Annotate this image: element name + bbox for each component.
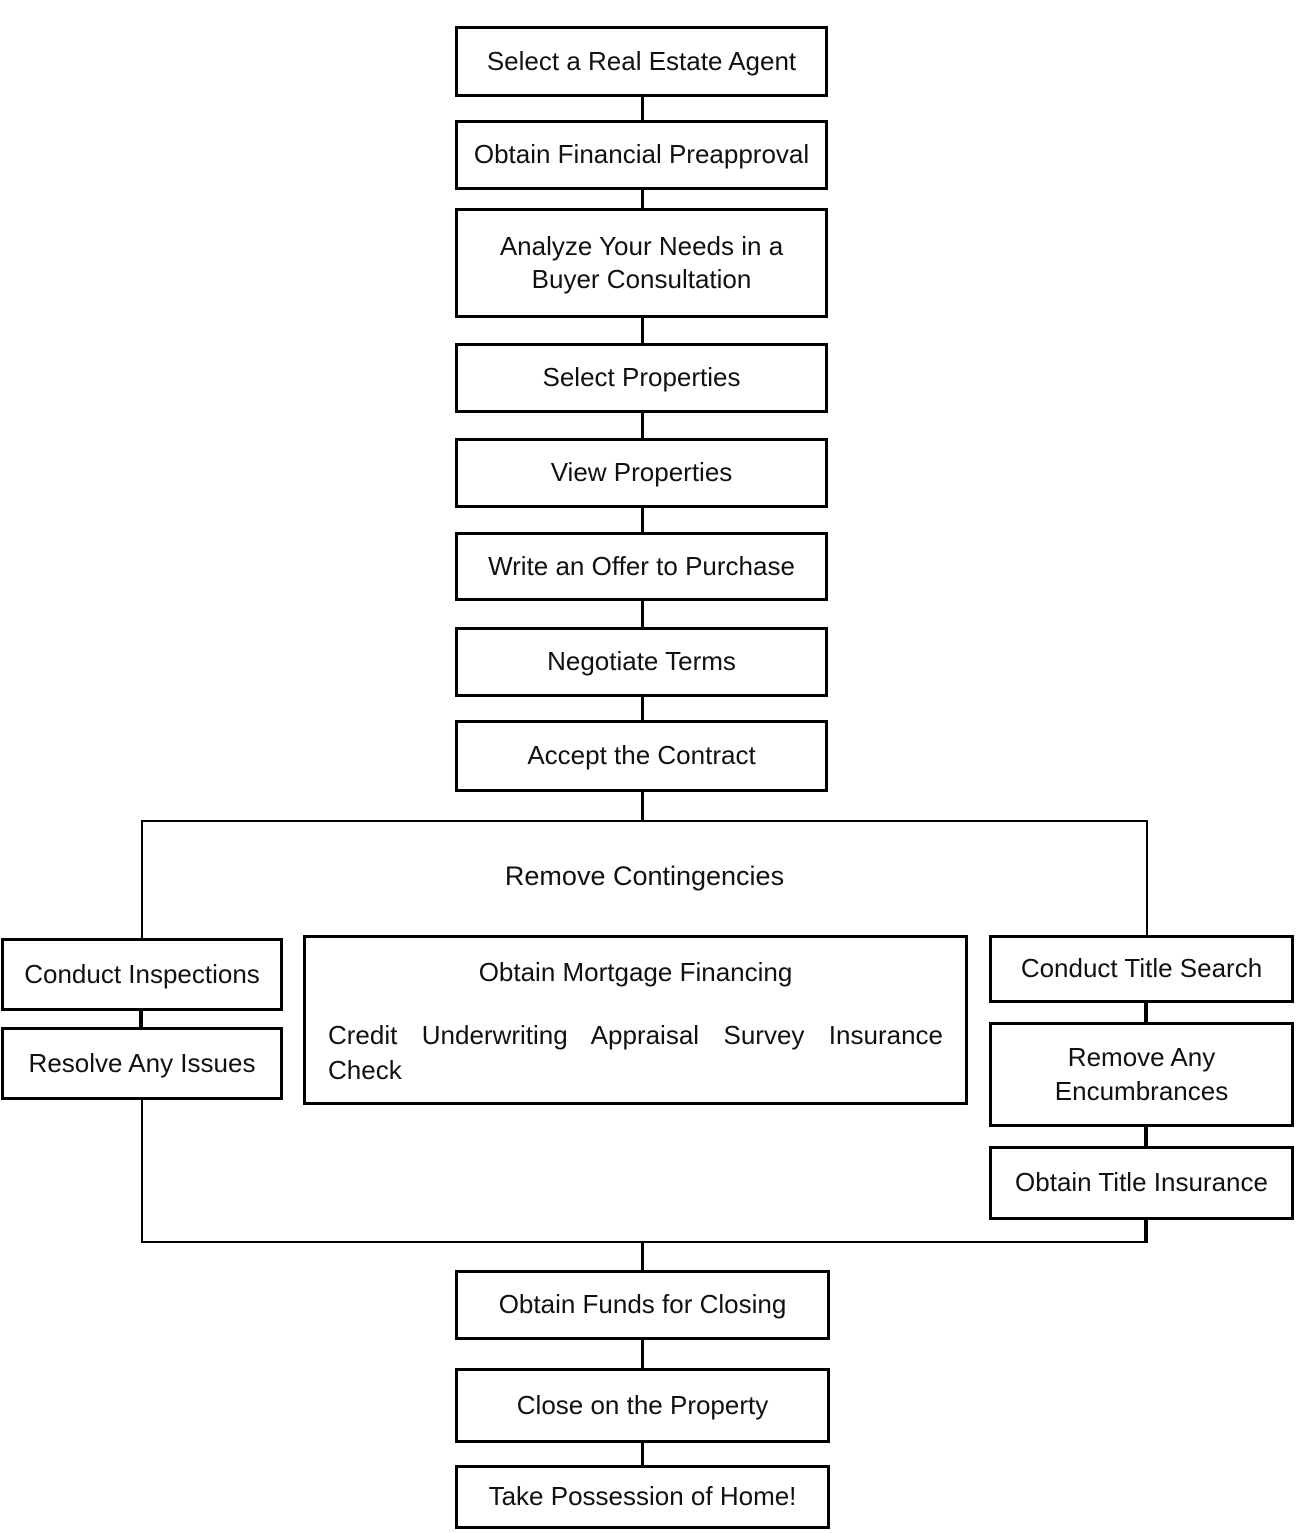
connector-line bbox=[1144, 1003, 1147, 1022]
connector-line bbox=[641, 190, 644, 208]
step-label: Close on the Property bbox=[516, 1389, 769, 1420]
connector-line bbox=[641, 792, 644, 820]
connector-line bbox=[1144, 1127, 1147, 1146]
connector-line bbox=[1144, 1220, 1147, 1243]
step-label: Remove Any Encumbrances bbox=[1054, 1042, 1229, 1106]
step-label: Analyze Your Needs in a Buyer Consultati… bbox=[499, 230, 784, 294]
step-obtain-title-insurance: Obtain Title Insurance bbox=[989, 1146, 1294, 1220]
step-label: Conduct Inspections bbox=[24, 958, 260, 989]
step-write-offer-to-purchase: Write an Offer to Purchase bbox=[455, 532, 828, 601]
step-label: View Properties bbox=[550, 457, 733, 488]
step-label: Obtain Title Insurance bbox=[1015, 1167, 1268, 1198]
step-remove-any-encumbrances: Remove Any Encumbrances bbox=[989, 1022, 1294, 1127]
connector-line bbox=[641, 697, 644, 720]
remove-contingencies-title: Remove Contingencies bbox=[504, 861, 785, 891]
connector-line bbox=[641, 1340, 644, 1368]
step-resolve-any-issues: Resolve Any Issues bbox=[1, 1027, 283, 1100]
step-label: Select a Real Estate Agent bbox=[486, 45, 797, 76]
step-conduct-title-search: Conduct Title Search bbox=[989, 935, 1294, 1003]
step-select-real-estate-agent: Select a Real Estate Agent bbox=[455, 26, 828, 97]
step-label: Select Properties bbox=[542, 362, 741, 393]
step-obtain-financial-preapproval: Obtain Financial Preapproval bbox=[455, 120, 828, 190]
step-label: Accept the Contract bbox=[527, 740, 756, 771]
step-analyze-needs-buyer-consultation: Analyze Your Needs in a Buyer Consultati… bbox=[455, 208, 828, 318]
connector-line bbox=[641, 1443, 644, 1465]
step-view-properties: View Properties bbox=[455, 438, 828, 508]
financing-title: Obtain Mortgage Financing bbox=[478, 957, 793, 987]
connector-line bbox=[641, 413, 644, 438]
connector-line bbox=[641, 318, 644, 343]
connector-line bbox=[641, 97, 644, 120]
step-obtain-funds-for-closing: Obtain Funds for Closing bbox=[455, 1270, 830, 1340]
connector-line bbox=[641, 1243, 644, 1270]
step-conduct-inspections: Conduct Inspections bbox=[1, 938, 283, 1011]
step-accept-the-contract: Accept the Contract bbox=[455, 720, 828, 792]
step-obtain-mortgage-financing: Obtain Mortgage Financing Credit Underwr… bbox=[303, 935, 968, 1105]
step-label: Conduct Title Search bbox=[1020, 953, 1263, 984]
step-negotiate-terms: Negotiate Terms bbox=[455, 627, 828, 697]
connector-line bbox=[641, 601, 644, 627]
step-take-possession-of-home: Take Possession of Home! bbox=[455, 1465, 830, 1529]
step-label: Write an Offer to Purchase bbox=[488, 550, 795, 581]
step-select-properties: Select Properties bbox=[455, 343, 828, 413]
step-label: Take Possession of Home! bbox=[488, 1481, 797, 1512]
step-label: Obtain Funds for Closing bbox=[498, 1289, 787, 1320]
connector-line bbox=[139, 1011, 142, 1027]
step-label: Negotiate Terms bbox=[547, 646, 736, 677]
financing-detail: Credit Underwriting Appraisal Survey Ins… bbox=[328, 1020, 943, 1085]
connector-line bbox=[641, 508, 644, 532]
step-close-on-the-property: Close on the Property bbox=[455, 1368, 830, 1443]
step-label: Obtain Financial Preapproval bbox=[473, 139, 810, 170]
step-label: Resolve Any Issues bbox=[28, 1047, 256, 1078]
